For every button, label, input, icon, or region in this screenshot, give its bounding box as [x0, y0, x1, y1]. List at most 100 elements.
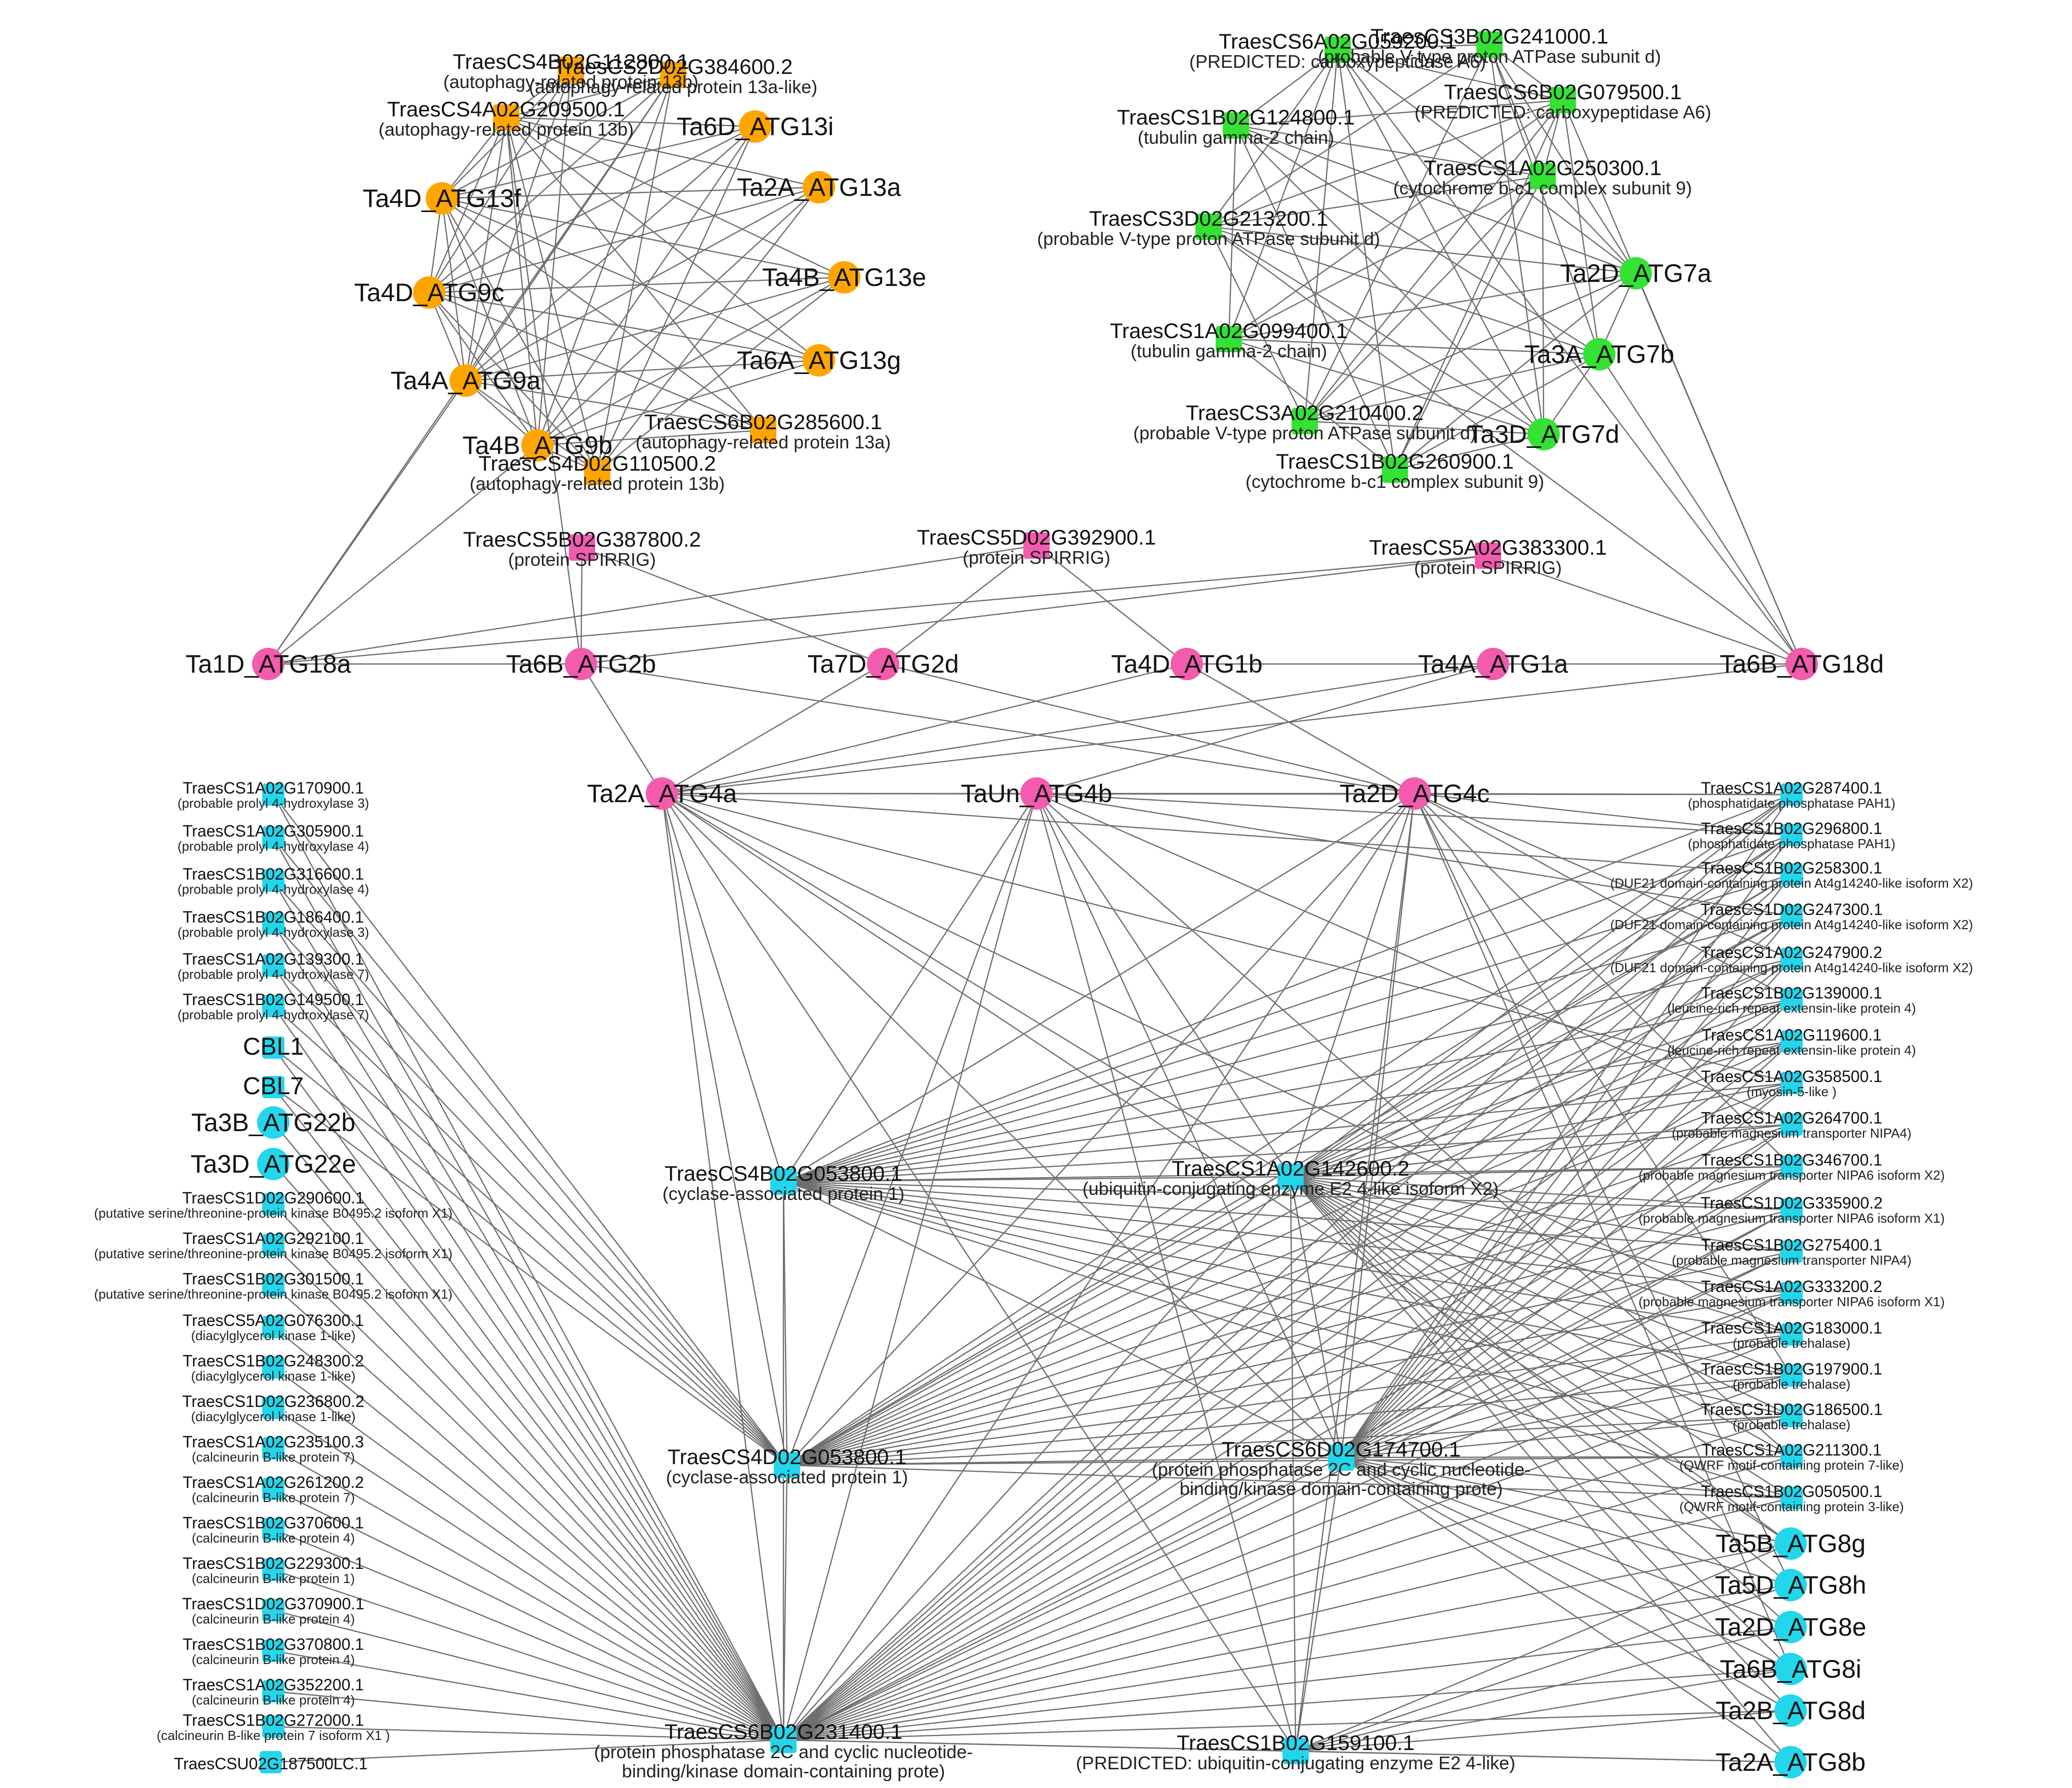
node-cyan-square[interactable] — [770, 1727, 797, 1753]
node-green-square[interactable] — [1382, 456, 1408, 483]
node-green-square[interactable] — [1324, 36, 1351, 63]
node-orange-circle[interactable] — [803, 344, 835, 377]
node-cyan-circle[interactable] — [257, 1106, 289, 1139]
node-cyan-circle[interactable] — [1774, 1611, 1807, 1643]
node-cyan-square[interactable] — [262, 869, 284, 892]
node-pink-circle[interactable] — [1171, 648, 1203, 680]
node-orange-circle[interactable] — [803, 171, 835, 203]
network-edge — [1228, 338, 1544, 435]
node-pink-square[interactable] — [1475, 543, 1501, 569]
node-pink-circle[interactable] — [1398, 777, 1431, 810]
node-pink-circle[interactable] — [1020, 777, 1053, 810]
node-green-circle[interactable] — [1527, 418, 1560, 450]
node-cyan-square[interactable] — [262, 1437, 284, 1460]
node-cyan-square[interactable] — [262, 1316, 284, 1338]
node-cyan-square[interactable] — [1277, 1163, 1304, 1190]
node-cyan-circle[interactable] — [1774, 1569, 1807, 1601]
node-cyan-square[interactable] — [262, 995, 284, 1017]
node-cyan-square[interactable] — [262, 783, 284, 806]
node-cyan-square[interactable] — [262, 1397, 284, 1419]
node-orange-circle[interactable] — [521, 429, 554, 462]
node-cyan-square[interactable] — [1780, 1198, 1803, 1221]
node-cyan-square[interactable] — [262, 1680, 284, 1702]
node-green-square[interactable] — [1216, 326, 1242, 352]
node-label: TraesCS1D02G236800.2 — [182, 1392, 364, 1410]
network-edge — [1341, 1457, 1791, 1763]
node-green-square[interactable] — [1195, 214, 1222, 240]
node-cyan-square[interactable] — [262, 1356, 284, 1379]
node-cyan-square[interactable] — [1780, 1405, 1803, 1427]
node-orange-square[interactable] — [750, 417, 776, 443]
node-green-square[interactable] — [1292, 408, 1318, 434]
node-green-square[interactable] — [1476, 31, 1503, 58]
node-green-square[interactable] — [1223, 112, 1249, 139]
node-cyan-square[interactable] — [262, 954, 284, 977]
node-cyan-square[interactable] — [262, 1036, 284, 1059]
node-pink-circle[interactable] — [252, 648, 284, 680]
node-cyan-square[interactable] — [1780, 863, 1803, 886]
node-cyan-square[interactable] — [262, 1193, 284, 1216]
node-cyan-circle[interactable] — [1774, 1527, 1807, 1560]
node-orange-circle[interactable] — [413, 276, 445, 309]
node-pink-circle[interactable] — [867, 648, 899, 680]
node-pink-circle[interactable] — [565, 648, 597, 680]
node-pink-square[interactable] — [1023, 532, 1050, 559]
node-cyan-square[interactable] — [262, 1599, 284, 1621]
node-cyan-square[interactable] — [260, 1751, 282, 1773]
node-cyan-square[interactable] — [1780, 1030, 1803, 1053]
node-orange-square[interactable] — [584, 459, 610, 485]
node-cyan-square[interactable] — [262, 1640, 284, 1662]
node-orange-circle[interactable] — [828, 261, 860, 294]
node-cyan-square[interactable] — [262, 1274, 284, 1297]
node-orange-square[interactable] — [558, 57, 584, 83]
node-cyan-square[interactable] — [1780, 824, 1803, 846]
node-cyan-square[interactable] — [1780, 783, 1803, 806]
node-cyan-square[interactable] — [1780, 1487, 1803, 1509]
node-label: Ta2A_ATG13a — [737, 173, 901, 201]
node-cyan-square[interactable] — [770, 1169, 797, 1195]
node-cyan-circle[interactable] — [257, 1148, 289, 1180]
node-orange-square[interactable] — [660, 62, 686, 88]
node-cyan-square[interactable] — [262, 1518, 284, 1541]
node-cyan-square[interactable] — [262, 1076, 284, 1098]
node-pink-circle[interactable] — [1477, 648, 1509, 680]
node-cyan-circle[interactable] — [1774, 1746, 1807, 1778]
node-cyan-square[interactable] — [262, 912, 284, 935]
node-cyan-square[interactable] — [1780, 1113, 1803, 1136]
node-cyan-square[interactable] — [262, 1716, 284, 1738]
node-orange-circle[interactable] — [449, 364, 482, 397]
node-green-square[interactable] — [1550, 87, 1576, 113]
node-orange-square[interactable] — [493, 104, 519, 131]
node-cyan-square[interactable] — [262, 1559, 284, 1581]
network-edge — [429, 292, 598, 472]
node-cyan-square[interactable] — [1780, 988, 1803, 1011]
node-cyan-square[interactable] — [262, 1234, 284, 1256]
node-cyan-square[interactable] — [1282, 1738, 1309, 1764]
node-cyan-square[interactable] — [1780, 1072, 1803, 1094]
node-cyan-square[interactable] — [262, 1478, 284, 1500]
node-pink-circle[interactable] — [646, 777, 678, 810]
node-cyan-circle[interactable] — [1774, 1653, 1807, 1685]
node-green-circle[interactable] — [1583, 338, 1615, 370]
node-green-square[interactable] — [1529, 163, 1556, 189]
node-orange-circle[interactable] — [739, 110, 771, 143]
node-green-circle[interactable] — [1620, 257, 1652, 289]
node-cyan-square[interactable] — [1780, 1282, 1803, 1304]
node-cyan-square[interactable] — [774, 1452, 800, 1478]
node-cyan-square[interactable] — [1780, 1240, 1803, 1263]
node-cyan-square[interactable] — [1780, 1445, 1803, 1468]
node-pink-square[interactable] — [569, 534, 595, 561]
node-cyan-square[interactable] — [1780, 1155, 1803, 1178]
node-orange-circle[interactable] — [426, 182, 458, 215]
node-cyan-square[interactable] — [1328, 1444, 1354, 1471]
node-description: (protein SPIRRIG) — [963, 547, 1110, 568]
node-cyan-square[interactable] — [1780, 948, 1803, 970]
network-edge — [786, 1456, 1792, 1466]
network-edge — [1290, 1082, 1792, 1178]
node-cyan-square[interactable] — [1780, 1364, 1803, 1387]
node-cyan-circle[interactable] — [1774, 1694, 1807, 1727]
node-pink-circle[interactable] — [1786, 648, 1818, 680]
node-cyan-square[interactable] — [262, 826, 284, 849]
node-cyan-square[interactable] — [1780, 1323, 1803, 1346]
node-cyan-square[interactable] — [1780, 905, 1803, 927]
